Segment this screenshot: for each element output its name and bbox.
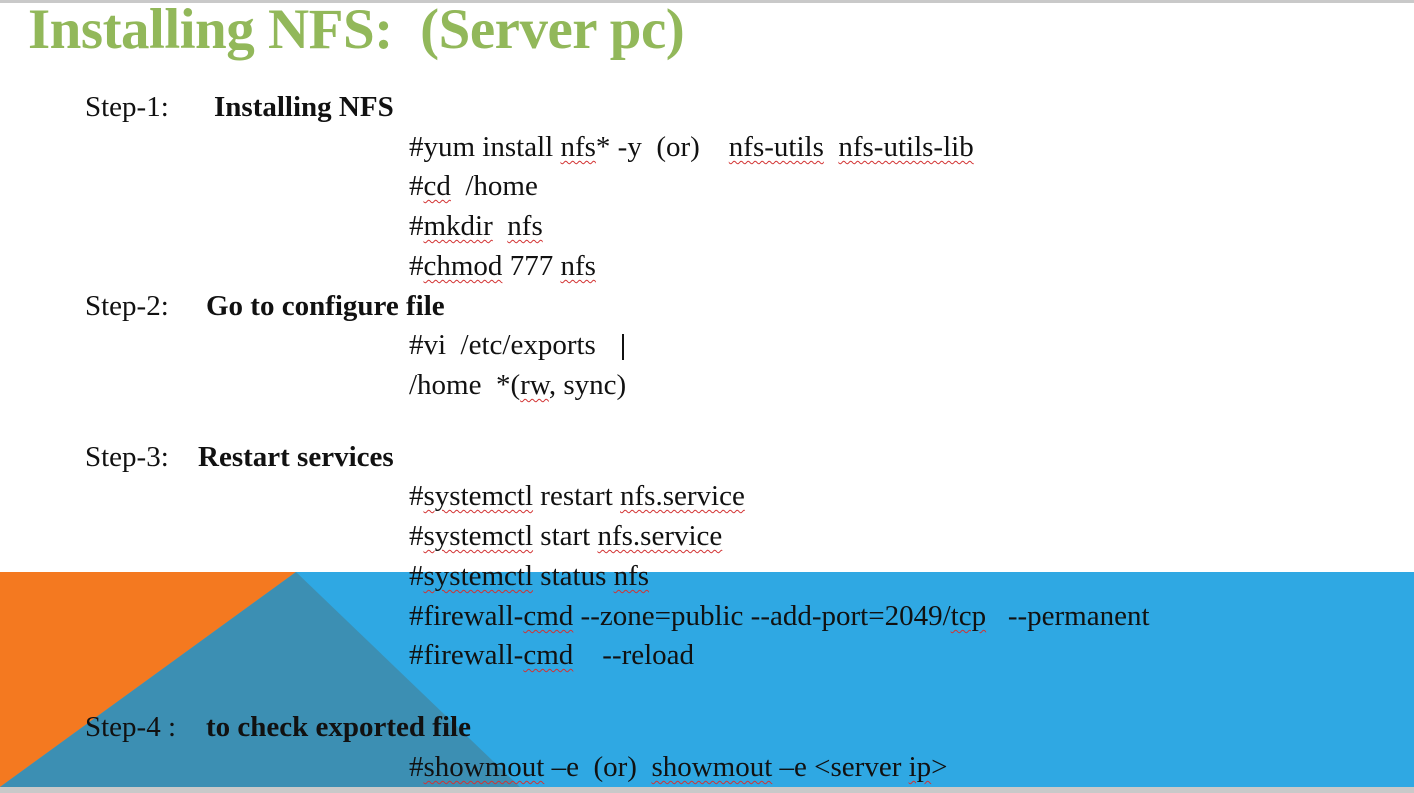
command-text: , sync) (548, 369, 627, 401)
command-text: cd (423, 170, 451, 202)
text-cursor (622, 334, 624, 360)
command-text: start (533, 520, 598, 552)
command-text (493, 210, 508, 242)
command-text: systemctl (423, 560, 534, 592)
command-text: cmd (523, 600, 574, 632)
step-3-heading: Restart services (198, 441, 394, 473)
step-2-heading: Go to configure file (206, 290, 445, 322)
command-text: # (409, 170, 424, 202)
bottom-rule (0, 787, 1414, 793)
command-text: –e <server (772, 751, 909, 783)
command-line: #showmout –e (or) showmout –e <server ip… (409, 753, 948, 782)
command-text: --reload (573, 639, 695, 671)
command-text: status (533, 560, 614, 592)
command-text (824, 131, 839, 163)
command-text: > (931, 751, 948, 783)
command-line: #cd /home (409, 172, 538, 201)
command-text: nfs (560, 131, 596, 163)
step-1-label: Step-1: (85, 91, 169, 123)
command-text: #yum install (409, 131, 561, 163)
step-4-heading: to check exported file (206, 711, 471, 743)
step-4-label: Step-4 : (85, 711, 177, 743)
command-text: mkdir (423, 210, 493, 242)
command-text: nfs.service (597, 520, 723, 552)
command-text: systemctl (423, 480, 534, 512)
command-line: #firewall-cmd --reload (409, 641, 694, 670)
command-text: nfs.service (620, 480, 745, 512)
top-rule (0, 0, 1414, 3)
command-line: #chmod 777 nfs (409, 252, 596, 281)
command-text: --permanent (986, 600, 1150, 632)
command-text: /home (450, 170, 538, 202)
command-text: --zone=public --add-port=2049/ (573, 600, 951, 632)
command-text: /home *( (409, 369, 521, 401)
command-text: systemctl (423, 520, 534, 552)
command-text: showmout (651, 751, 773, 783)
command-text: #firewall- (409, 600, 524, 632)
command-text: cmd (523, 639, 574, 671)
step-1-heading: Installing NFS (214, 91, 394, 123)
step-2-label: Step-2: (85, 290, 169, 322)
command-text: # (409, 480, 424, 512)
command-text: #vi /etc/exports (409, 329, 596, 361)
command-line: /home *(rw, sync) (409, 371, 626, 400)
command-line: #vi /etc/exports (409, 331, 596, 360)
command-text: nfs (507, 210, 543, 242)
command-line: #systemctl start nfs.service (409, 522, 722, 551)
command-line: #yum install nfs* -y (or) nfs-utils nfs-… (409, 133, 974, 162)
command-text: # (409, 520, 424, 552)
command-text: # (409, 250, 424, 282)
command-text: # (409, 210, 424, 242)
command-text: chmod (423, 250, 503, 282)
command-text: showmout (423, 751, 545, 783)
command-text: * -y (or) (595, 131, 729, 163)
command-line: #firewall-cmd --zone=public --add-port=2… (409, 602, 1150, 631)
command-text: nfs (560, 250, 596, 282)
command-line: #systemctl status nfs (409, 562, 649, 591)
command-text: nfs-utils (728, 131, 824, 163)
command-text: # (409, 560, 424, 592)
command-text: # (409, 751, 424, 783)
dark-teal-triangle (0, 572, 520, 787)
command-text: rw (520, 369, 549, 401)
command-text: nfs (613, 560, 650, 592)
command-text: ip (908, 751, 932, 783)
command-line: #mkdir nfs (409, 212, 543, 241)
command-text: #firewall- (409, 639, 524, 671)
command-text: 777 (502, 250, 561, 282)
command-text: restart (533, 480, 621, 512)
command-line: #systemctl restart nfs.service (409, 482, 745, 511)
slide-title: Installing NFS: (Server pc) (28, 0, 685, 61)
command-text: tcp (950, 600, 987, 632)
command-text: –e (or) (544, 751, 652, 783)
command-text: nfs-utils-lib (838, 131, 974, 163)
step-3-label: Step-3: (85, 441, 169, 473)
